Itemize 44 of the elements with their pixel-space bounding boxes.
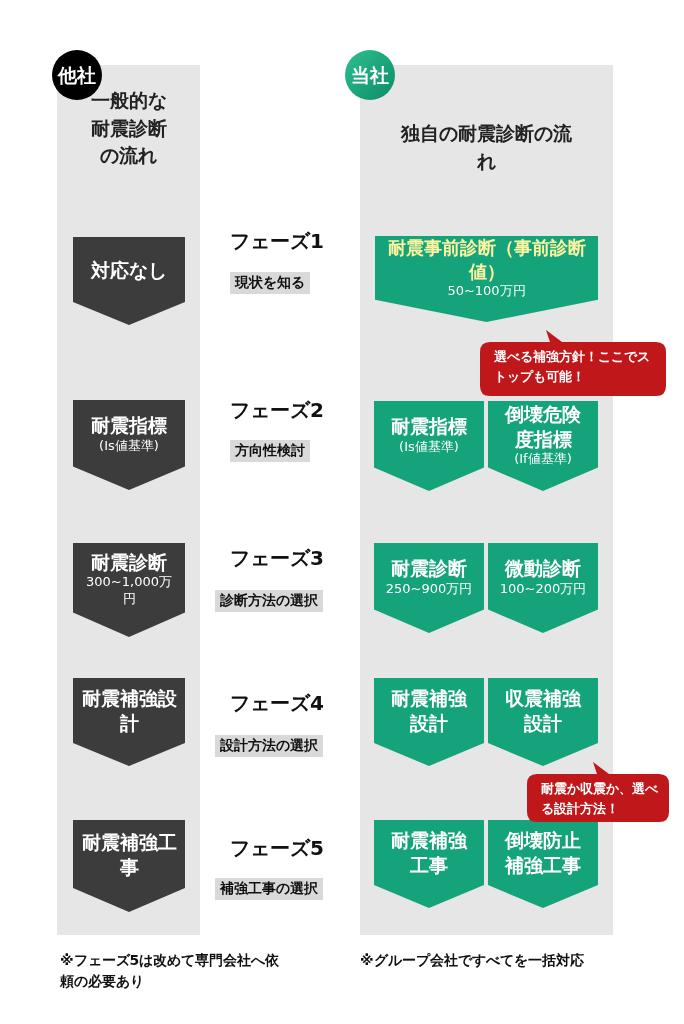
callout-text: 耐震か収震か、選べる設計方法！	[541, 780, 659, 819]
badge-circle	[345, 50, 395, 100]
step-title: 倒壊危険度指標	[503, 401, 582, 452]
phase-heading: フェーズ3	[230, 545, 324, 572]
step-title: 微動診断	[505, 556, 581, 581]
phase-tag: 補強工事の選択	[215, 878, 323, 900]
phase-tag: 設計方法の選択	[215, 735, 323, 757]
footnote: ※フェーズ5は改めて専門会社へ依頼の必要あり	[60, 951, 281, 991]
badge-text: 他社	[58, 62, 96, 88]
step-title: 耐震指標	[91, 413, 167, 438]
step-title: 耐震補強設計	[390, 686, 469, 736]
step-note: (If値基準)	[514, 451, 572, 469]
phase-heading: フェーズ2	[230, 397, 324, 424]
phase-heading: フェーズ5	[230, 835, 324, 862]
speech-bubble	[527, 762, 669, 822]
badge-text: 当社	[351, 62, 389, 88]
phase-tag: 現状を知る	[230, 272, 310, 294]
step-title: 耐震指標	[391, 414, 467, 439]
callout-text: 選べる補強方針！ここでストップも可能！	[494, 348, 651, 387]
step-title: 耐震診断	[91, 549, 167, 575]
column-panel	[57, 65, 200, 935]
badge-circle	[52, 50, 102, 100]
step-title: 耐震事前診断（事前診断値）	[386, 236, 587, 283]
speech-bubble	[480, 330, 666, 396]
phase-heading: フェーズ1	[230, 228, 324, 255]
step-title: 耐震補強設計	[81, 686, 177, 736]
step-title: 倒壊防止補強工事	[503, 828, 582, 878]
step-note: (Is値基準)	[99, 437, 159, 455]
step-note: 250~900万円	[385, 580, 473, 598]
step-title: 収震補強設計	[504, 686, 583, 736]
phase-heading: フェーズ4	[230, 690, 324, 717]
step-note: 50~100万円	[447, 282, 526, 300]
step-note: 100~200万円	[499, 580, 587, 598]
step-title: 耐震診断	[391, 556, 467, 581]
step-title: 耐震補強工事	[390, 828, 469, 878]
step-title: 対応なし	[91, 257, 167, 283]
step-note: 300~1,000万円	[85, 574, 173, 609]
phase-tag: 方向性検討	[230, 440, 310, 462]
footnote: ※グループ会社ですべてを一括対応	[360, 951, 585, 970]
step-note: (Is値基準)	[399, 438, 459, 456]
phase-tag: 診断方法の選択	[215, 590, 323, 612]
step-title: 耐震補強工事	[81, 830, 177, 880]
column-heading: 一般的な耐震診断の流れ	[89, 88, 168, 169]
column-heading: 独自の耐震診断の流れ	[399, 121, 573, 174]
